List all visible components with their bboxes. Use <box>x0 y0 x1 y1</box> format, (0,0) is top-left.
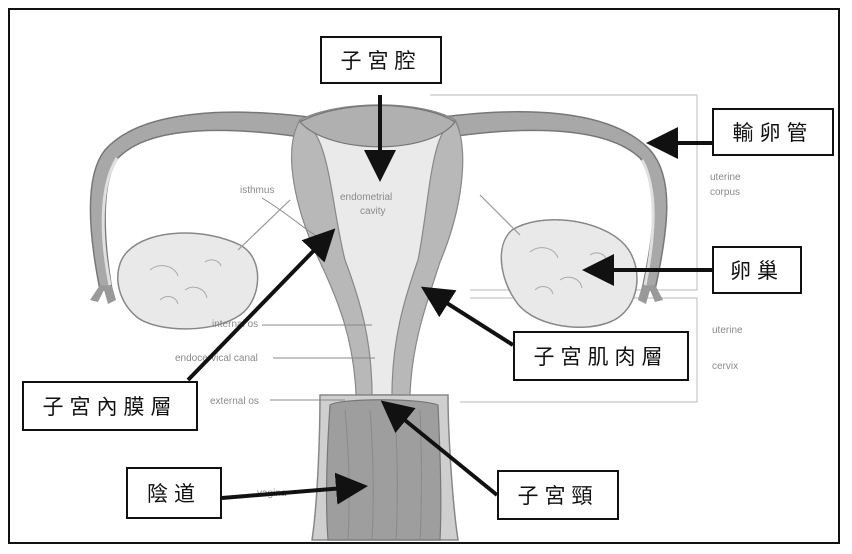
uterine-corpus-label-1: uterine <box>710 172 741 183</box>
endometrial-label: endometrial <box>340 192 392 203</box>
myometrium-arrow <box>431 293 513 345</box>
uterine-cervix-label-1: uterine <box>712 325 743 336</box>
cavity-label: cavity <box>360 206 386 217</box>
vagina-label-box: 陰道 <box>126 467 222 519</box>
uterine-corpus-label-2: corpus <box>710 187 740 198</box>
endometrium-label-box: 子宮內膜層 <box>22 381 198 431</box>
uterus-body <box>292 105 463 540</box>
external-os-label: external os <box>210 396 259 407</box>
internal-os-label: internal os <box>212 319 258 330</box>
fallopian-tube-label-box: 輸卵管 <box>712 108 834 156</box>
cavity-label-box: 子宮腔 <box>320 36 442 84</box>
uterine-cervix-label-2: cervix <box>712 361 738 372</box>
endocervical-canal-label: endocervical canal <box>175 353 258 364</box>
isthmus-label: isthmus <box>240 185 274 196</box>
myometrium-label-box: 子宮肌肉層 <box>513 331 689 381</box>
cervix-label-box: 子宮頸 <box>497 470 619 520</box>
ovary-label-box: 卵巢 <box>712 246 802 294</box>
